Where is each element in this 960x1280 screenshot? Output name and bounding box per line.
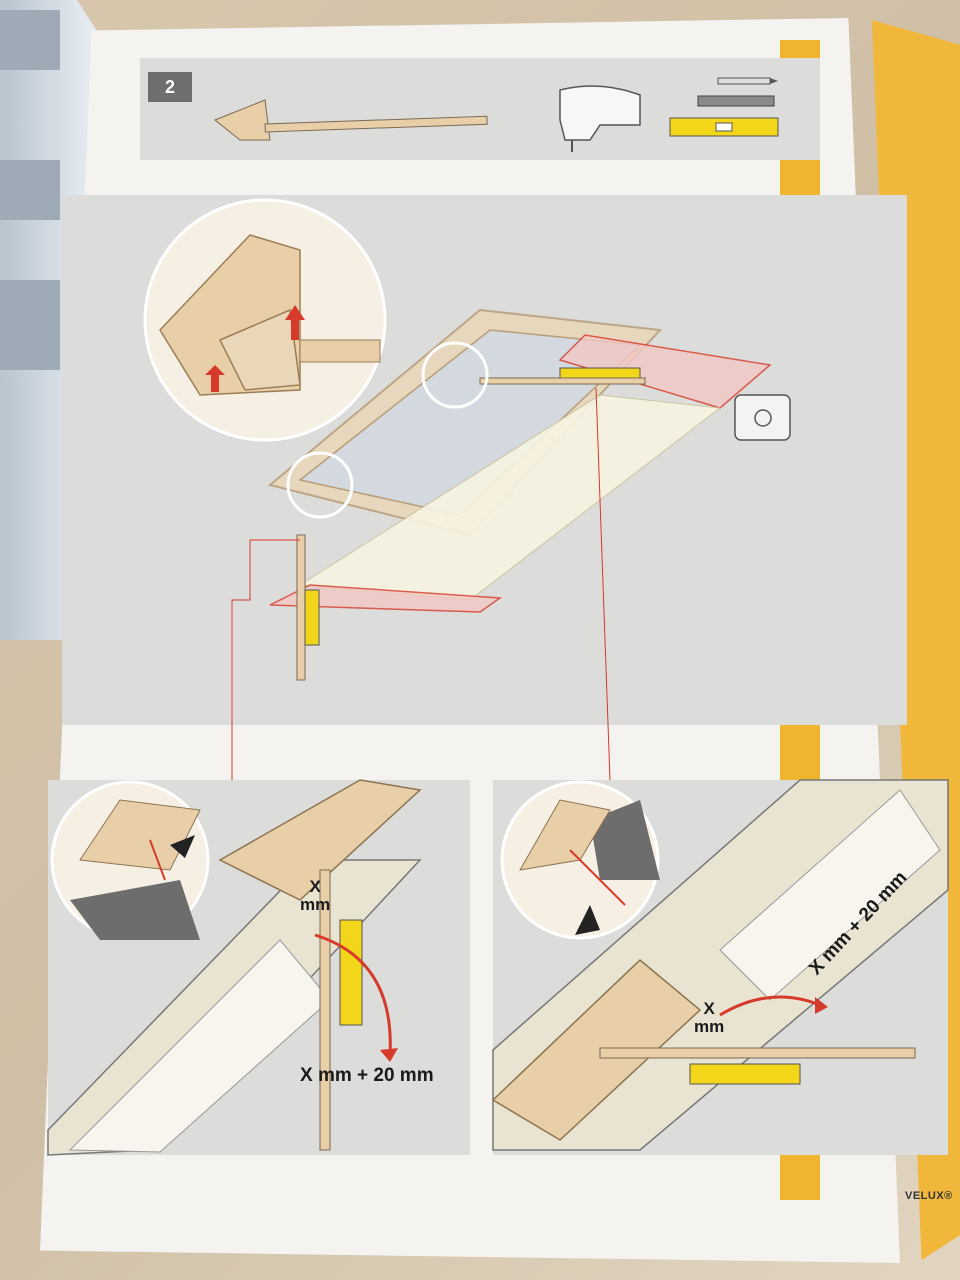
jigsaw-icon	[559, 85, 641, 152]
right-rotation-arrow-icon	[719, 995, 821, 1017]
right-x-label: X mm	[694, 1000, 724, 1036]
red-reference-plane-top	[558, 334, 772, 409]
left-pointer-arrow-icon	[170, 835, 195, 858]
spirit-level-icon	[669, 117, 779, 137]
main-level-top	[479, 367, 646, 385]
right-rotation-arrowhead-icon	[815, 997, 828, 1014]
left-vertical-level	[319, 869, 363, 1151]
main-guide-lines	[231, 387, 611, 781]
left-x-label-line1: X	[309, 877, 321, 896]
main-level-vertical	[296, 534, 320, 681]
left-x-label: X mm	[300, 878, 330, 914]
bracket-ruler-icon	[214, 99, 488, 141]
left-zoom-circle	[50, 780, 210, 940]
window-handle-icon	[734, 394, 791, 441]
left-x-label-line2: mm	[300, 895, 331, 914]
right-zoom-circle	[500, 780, 660, 940]
pencil-icon	[717, 77, 778, 85]
left-rotation-arrow-icon	[314, 933, 392, 1056]
step-number-badge: 2	[148, 72, 192, 102]
velux-brand: VELUX®	[905, 1190, 953, 1202]
right-pointer-arrow-icon	[575, 905, 600, 935]
measuring-rod-icon	[697, 95, 775, 107]
right-horizontal-level	[599, 1047, 916, 1085]
red-arrow-icon	[205, 305, 305, 392]
zoom-detail-frame	[159, 234, 381, 396]
left-measure-label: X mm + 20 mm	[300, 1065, 434, 1086]
right-x-label-line1: X	[703, 999, 715, 1018]
right-x-label-line2: mm	[694, 1017, 725, 1036]
left-rotation-arrowhead-icon	[380, 1048, 398, 1062]
